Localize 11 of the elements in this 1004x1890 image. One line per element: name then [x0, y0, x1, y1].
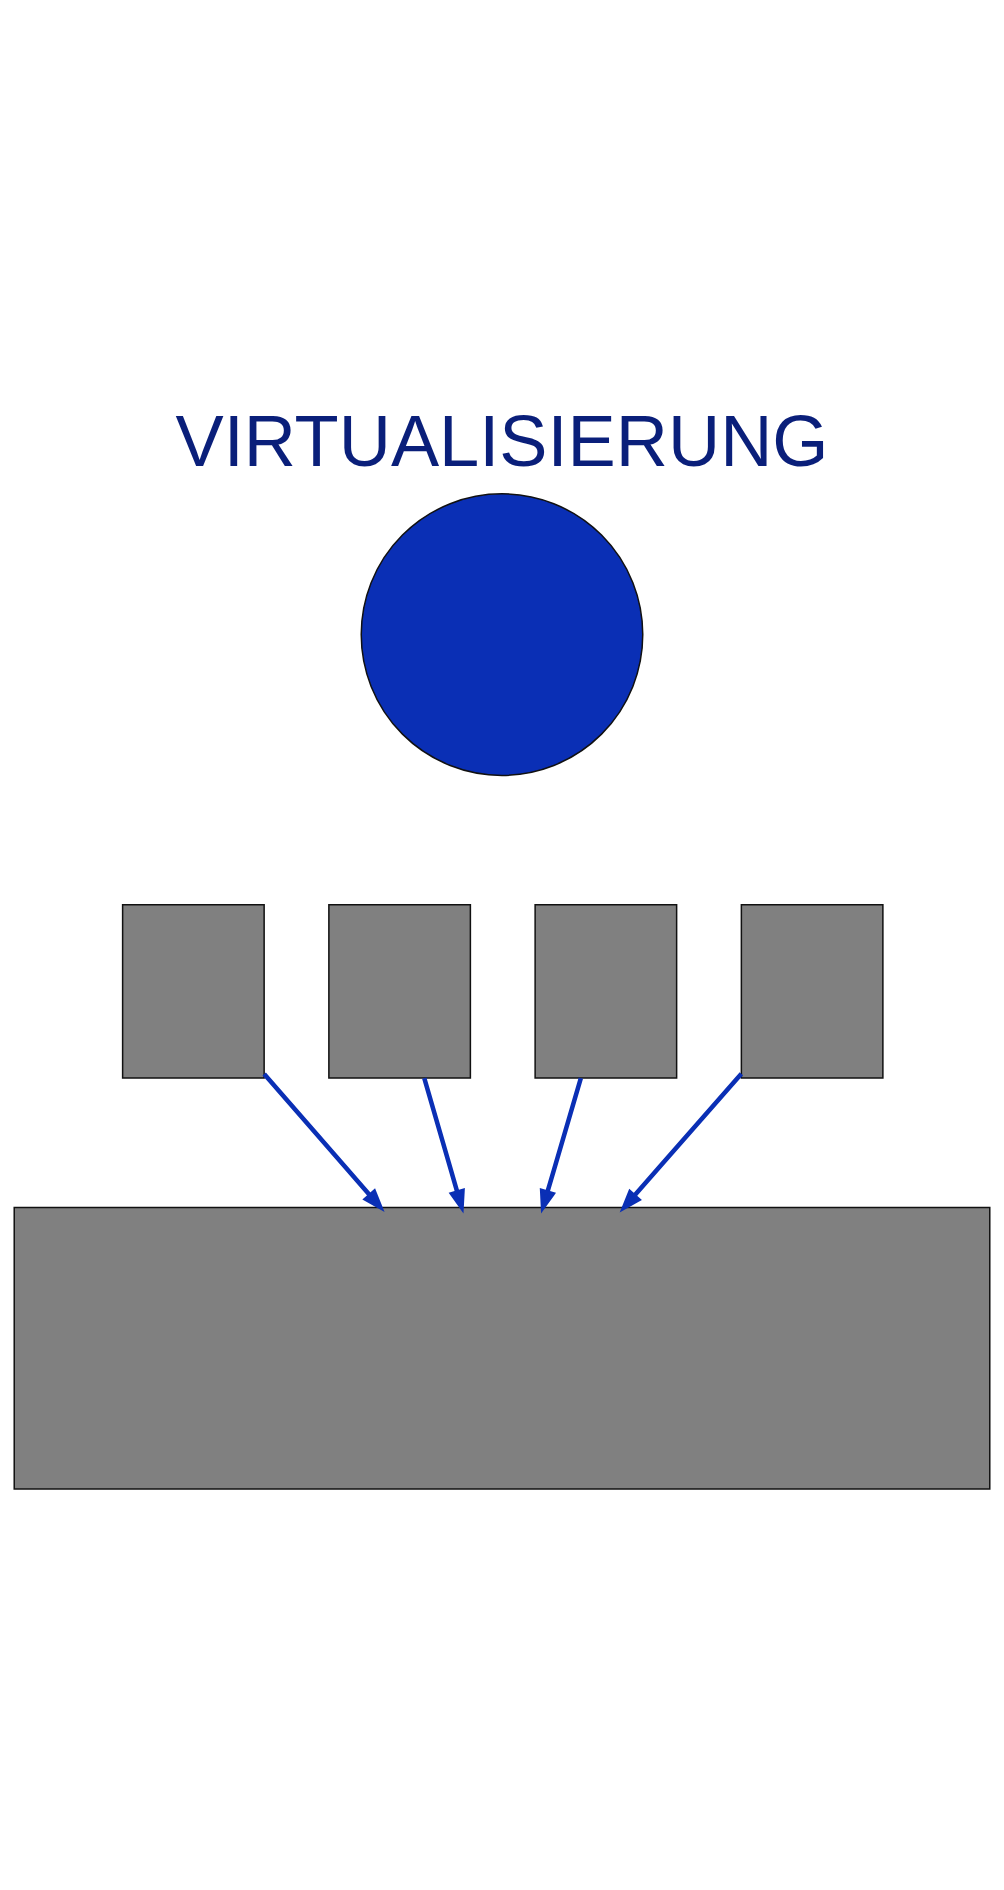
arrow — [422, 1077, 465, 1214]
node-box — [740, 903, 884, 1079]
arrow — [619, 1071, 744, 1212]
node-box — [328, 903, 472, 1079]
arrow — [262, 1072, 385, 1212]
arrow — [539, 1077, 584, 1214]
node-box — [13, 1206, 991, 1490]
diagram-title: VIRTUALISIERUNG — [175, 400, 829, 481]
node-circle — [360, 492, 644, 776]
node-box — [121, 903, 265, 1079]
node-box — [534, 903, 678, 1079]
